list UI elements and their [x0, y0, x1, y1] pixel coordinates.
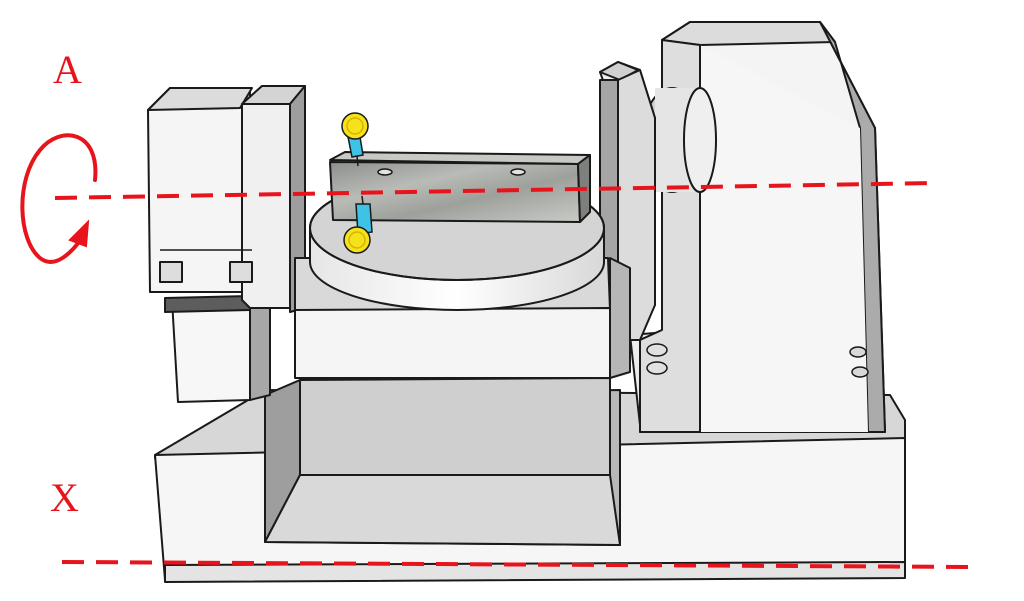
- dial-indicator-icon: [341, 112, 373, 254]
- axis-label-x: X: [50, 475, 79, 520]
- a-axis-line: [54, 181, 936, 200]
- x-axis-line: [61, 560, 976, 569]
- circular-arrow-icon: [20, 133, 98, 264]
- left-support: [147, 85, 306, 403]
- workpiece: [329, 151, 591, 223]
- base-block: [154, 377, 906, 583]
- bolt-heads: [646, 343, 869, 378]
- axis-label-a: A: [53, 47, 82, 92]
- right-support: [599, 21, 886, 433]
